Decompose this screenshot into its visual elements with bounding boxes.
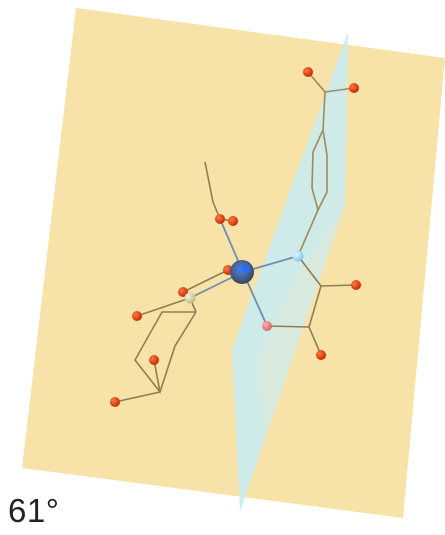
nitrogen-atom [292,250,304,262]
oxygen-atom [349,83,359,93]
oxygen-atom [178,287,188,297]
dihedral-angle-label: 61° [8,492,60,529]
left-ligand [114,161,234,403]
oxygen-atom [303,67,313,77]
halogen-atom [262,321,272,331]
oxygen-atom [215,214,225,224]
oxygen-atom [228,216,238,226]
metal-atom [230,260,254,284]
oxygen-atom [351,280,361,290]
sulfur-atom [184,292,196,304]
oxygen-atom [149,355,159,365]
plane-a [22,8,445,518]
chelate-ring [266,255,357,356]
oxygen-atom [110,397,120,407]
plane-intersection-shade [258,205,345,440]
atoms [110,67,361,407]
oxygen-atom [132,311,142,321]
oxygen-atom [316,350,326,360]
metal-atom-highlight [241,264,251,274]
plane-b [232,32,348,512]
